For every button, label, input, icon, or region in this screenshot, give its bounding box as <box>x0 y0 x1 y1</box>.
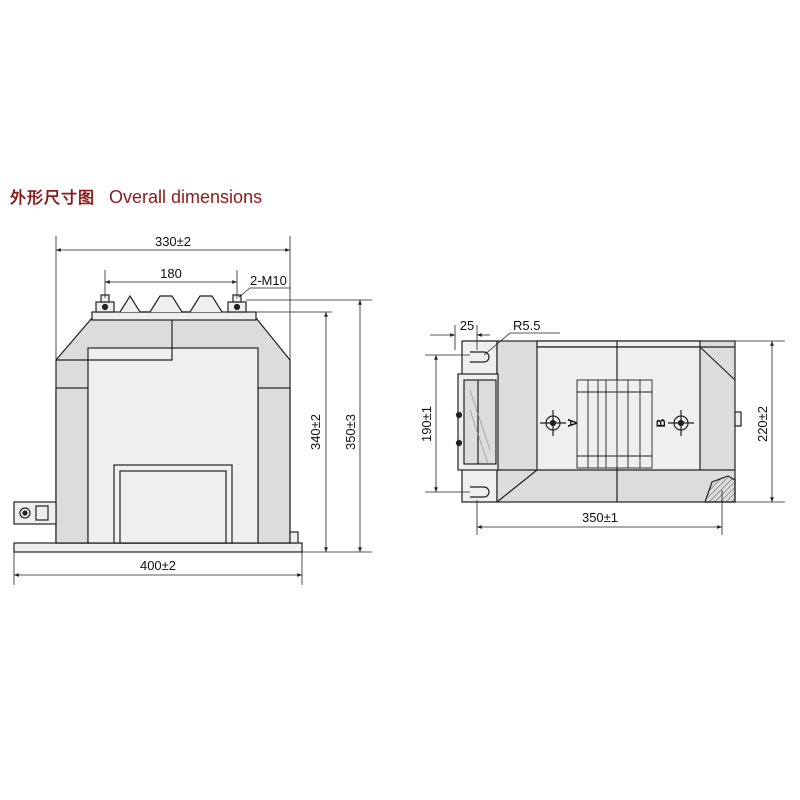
terminal-a-bolt <box>540 410 566 436</box>
front-ground-lug <box>13 501 57 525</box>
dim-total-height: 220±2 <box>755 406 770 442</box>
front-dimensions <box>13 236 372 585</box>
front-terminal-left <box>95 294 115 313</box>
top-view <box>455 340 742 503</box>
page-title: 外形尺寸图 Overall dimensions <box>10 184 262 208</box>
dim-slot-radius: R5.5 <box>513 318 540 333</box>
title-english: Overall dimensions <box>109 187 263 207</box>
dim-slot-offset: 25 <box>460 318 474 333</box>
dim-mount-length: 350±1 <box>582 510 618 525</box>
front-view <box>13 294 303 553</box>
terminal-a-label: A <box>565 419 579 428</box>
dim-height-inner: 340±2 <box>308 414 323 450</box>
front-terminal-window-inner <box>119 470 227 544</box>
dim-height-total: 350±3 <box>343 414 358 450</box>
front-top-block <box>91 311 257 321</box>
front-base-plate <box>13 542 303 553</box>
top-fin-stack <box>576 379 653 469</box>
dim-terminal-spacing: 180 <box>160 266 182 281</box>
top-dimension-labels: 25 R5.5 190±1 220±2 350±1 <box>419 318 770 525</box>
top-slot-lower <box>470 486 490 498</box>
front-right-panel <box>257 387 291 544</box>
top-side-tab <box>734 411 742 427</box>
top-inner-region <box>536 340 701 348</box>
front-dimension-labels: 330±2 180 2-M10 340±2 350±3 400±2 <box>140 234 358 573</box>
title-chinese: 外形尺寸图 <box>10 188 96 207</box>
dim-top-width: 330±2 <box>155 234 191 249</box>
terminal-b-bolt <box>668 410 694 436</box>
front-small-foot <box>289 531 299 544</box>
dim-base-width: 400±2 <box>140 558 176 573</box>
top-hatched-corner <box>704 475 736 503</box>
terminal-b-label: B <box>654 418 668 427</box>
dim-mount-height: 190±1 <box>419 406 434 442</box>
terminal-labels: A B <box>565 418 668 427</box>
top-dimensions <box>425 325 785 535</box>
dim-terminal-thread: 2-M10 <box>250 273 287 288</box>
front-top-bevel <box>56 318 173 361</box>
front-insulator-humps <box>119 294 223 313</box>
front-left-panel <box>55 387 89 544</box>
top-secondary-box <box>455 373 499 471</box>
